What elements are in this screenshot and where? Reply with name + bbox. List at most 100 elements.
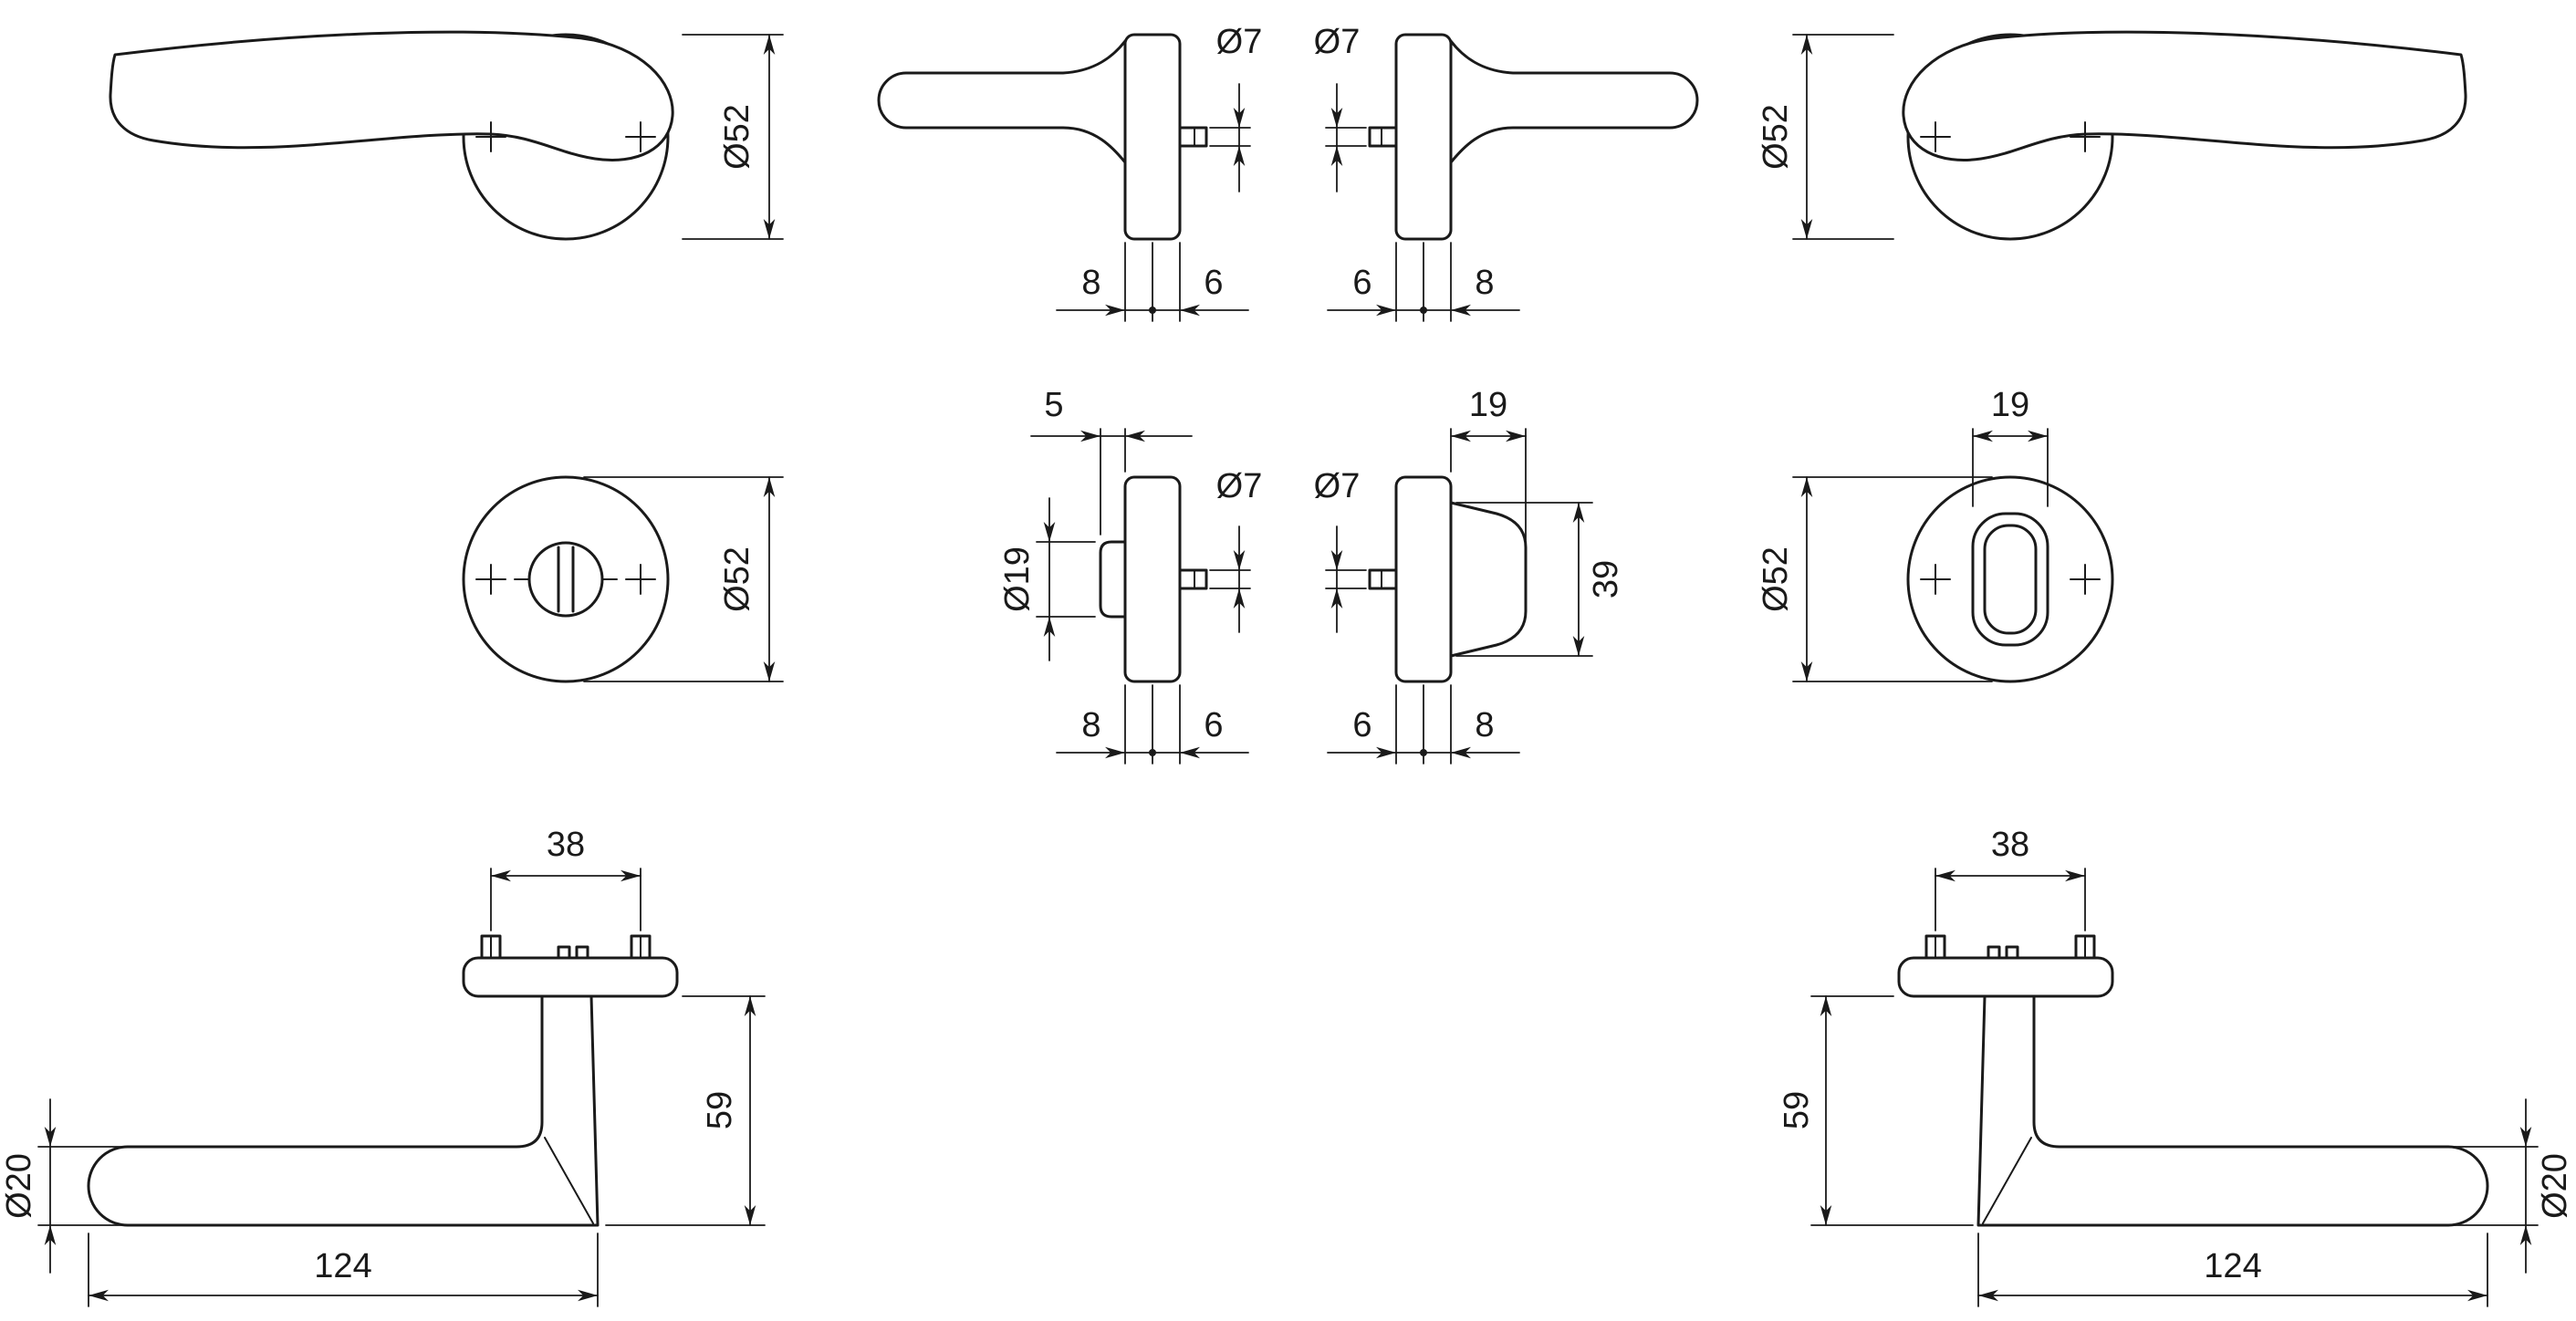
dim-grip-diameter: Ø20 <box>0 1098 125 1274</box>
dim-screw-spacing: 38 <box>490 826 641 931</box>
dim-label-rosette-diameter: Ø52 <box>1757 104 1795 170</box>
dim-knob-height: 39 <box>1455 502 1625 657</box>
screw-cross-marks <box>475 121 656 152</box>
extension-lines <box>1935 868 2086 931</box>
lever-top-outline <box>87 994 600 1227</box>
dim-label-neck-height: 59 <box>701 1091 739 1129</box>
bend-edge-line <box>1982 1137 2032 1224</box>
dim-rosette-diameter: Ø52 <box>1757 476 1993 682</box>
extension-lines <box>605 995 766 1226</box>
dim-screw-diameter: Ø7 <box>1209 23 1263 192</box>
extension-lines <box>1209 127 1251 147</box>
dim-rosette-offsets: 8 6 <box>1056 684 1249 765</box>
screw-slots <box>1935 935 2086 959</box>
dim-label-front: 6 <box>1352 264 1371 302</box>
dim-label-rosette-diameter: Ø52 <box>1757 546 1795 612</box>
view-lever-front-right: Ø52 <box>1757 30 2467 241</box>
extension-lines <box>490 868 641 931</box>
extension-lines <box>1036 541 1096 618</box>
view-lever-side-left: Ø7 8 6 <box>877 23 1263 322</box>
lever-outline <box>109 30 674 161</box>
extension-lines <box>1810 995 1974 1226</box>
extension-lines <box>1100 428 1126 536</box>
dim-label-screw-diameter: Ø7 <box>1314 467 1361 505</box>
extension-lines <box>1325 127 1367 147</box>
dim-label-rosette-diameter: Ø52 <box>718 104 756 170</box>
rosette-side-profile <box>1123 33 1182 241</box>
extension-lines <box>583 476 784 682</box>
dim-label-turn-diameter: Ø19 <box>998 546 1037 612</box>
dim-label-screw-diameter: Ø7 <box>1314 23 1361 61</box>
dim-label-grip-length: 124 <box>2204 1247 2261 1285</box>
dim-label-back: 8 <box>1475 264 1494 302</box>
dim-turn-protrusion: 5 <box>1030 386 1193 536</box>
extension-lines <box>1455 502 1593 657</box>
extension-lines <box>1124 242 1181 322</box>
rosette-side-profile <box>1394 33 1453 241</box>
rosette-side-profile <box>1394 475 1453 683</box>
extension-lines <box>1792 34 1894 240</box>
dim-rosette-offsets: 8 6 <box>1056 242 1249 322</box>
lever-top-outline <box>1976 994 2489 1227</box>
view-lever-front-left: Ø52 <box>109 30 784 241</box>
spindle <box>1178 126 1208 148</box>
extension-lines <box>1395 242 1452 322</box>
rosette-outline <box>1906 33 2114 241</box>
dim-rosette-offsets: 6 8 <box>1327 684 1520 765</box>
dimension-dot <box>1420 307 1427 314</box>
dim-label-screw-diameter: Ø7 <box>1216 23 1263 61</box>
dim-label-front: 6 <box>1204 264 1223 302</box>
dim-knob-depth: 19 <box>1450 386 1527 541</box>
lever-outline <box>1902 30 2467 161</box>
dim-label-grip-length: 124 <box>314 1247 371 1285</box>
spindle-ticks <box>1987 945 2019 960</box>
dim-rosette-offsets: 6 8 <box>1327 242 1520 322</box>
extension-lines <box>1395 684 1452 765</box>
dim-label-knob-height: 39 <box>1587 560 1625 598</box>
dim-label-screw-spacing: 38 <box>547 826 585 864</box>
dim-grip-diameter: Ø20 <box>2451 1098 2574 1274</box>
dim-neck-height: 59 <box>605 995 766 1226</box>
view-lever-top-right: 38 59 Ø20 124 <box>1778 826 2574 1307</box>
extension-lines <box>1325 569 1367 589</box>
dim-slot-width: 19 <box>1972 386 2049 507</box>
dim-label-knob-depth: 19 <box>1469 386 1507 424</box>
dimension-dot <box>1149 749 1156 756</box>
dim-grip-length: 124 <box>1977 1233 2488 1307</box>
turn-slot <box>557 546 575 613</box>
screw-cross-marks <box>475 564 656 595</box>
dim-screw-diameter: Ø7 <box>1314 467 1367 633</box>
lever-neck-side <box>1449 39 1699 164</box>
dim-label-front: 6 <box>1352 706 1371 744</box>
thumbturn-knob <box>1449 501 1528 658</box>
spindle <box>1368 568 1398 590</box>
bend-edge-line <box>544 1137 594 1224</box>
release-slot-outer <box>1971 512 2049 647</box>
dim-screw-diameter: Ø7 <box>1314 23 1367 192</box>
extension-lines <box>1209 569 1251 589</box>
view-turn-rosette-side-left: 5 Ø19 Ø7 8 6 <box>998 386 1262 765</box>
dim-rosette-diameter: Ø52 <box>583 476 784 682</box>
dim-rosette-diameter: Ø52 <box>682 34 784 240</box>
view-lever-side-right: Ø7 6 8 <box>1314 23 1699 322</box>
spindle <box>1368 126 1398 148</box>
dim-neck-height: 59 <box>1778 995 1974 1226</box>
extension-lines <box>1972 428 2049 507</box>
screw-slots <box>490 935 641 959</box>
rosette-side-profile <box>1123 475 1182 683</box>
view-turn-rosette-front-left: Ø52 <box>462 475 784 683</box>
dimension-dot <box>1420 749 1427 756</box>
dim-rosette-diameter: Ø52 <box>1757 34 1894 240</box>
rosette-outline <box>1906 475 2114 683</box>
view-emergency-rosette-front-right: 19 Ø52 <box>1757 386 2114 683</box>
dim-turn-diameter: Ø19 <box>998 497 1096 661</box>
release-slot-inner <box>1983 524 2038 635</box>
spindle-ticks <box>557 945 589 960</box>
turn-grip-side <box>1099 540 1127 619</box>
rosette-outline <box>462 475 670 683</box>
dim-label-slot-width: 19 <box>1991 386 2029 424</box>
dim-label-neck-height: 59 <box>1778 1091 1816 1129</box>
dim-label-rosette-diameter: Ø52 <box>718 546 756 612</box>
dim-label-back: 8 <box>1081 264 1100 302</box>
